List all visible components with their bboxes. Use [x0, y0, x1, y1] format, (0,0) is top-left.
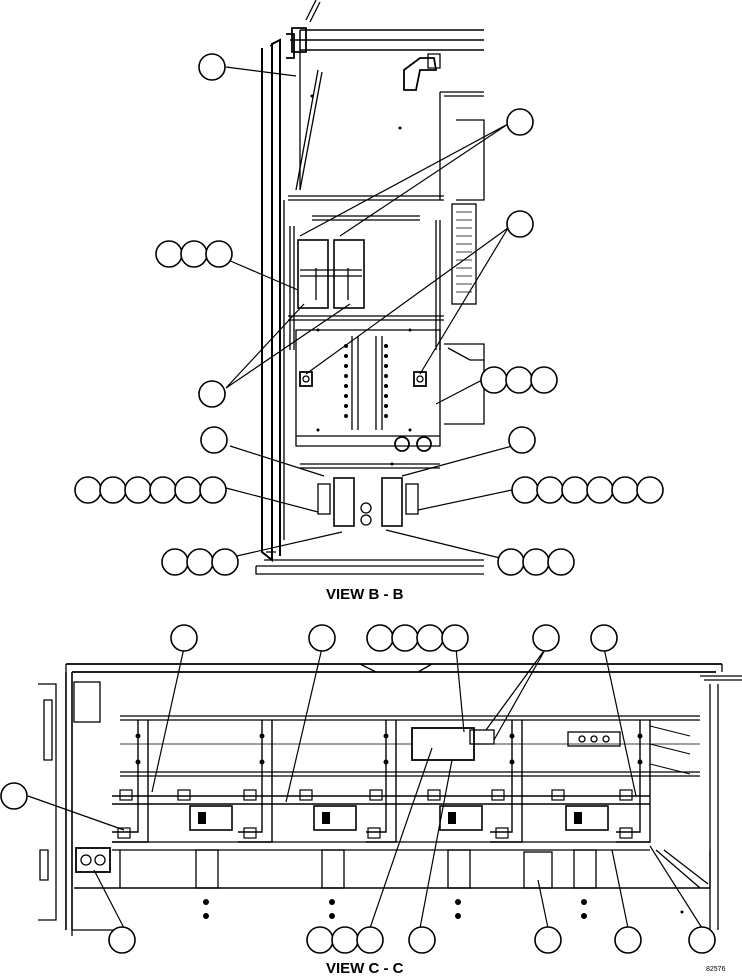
callout-bubble: [170, 624, 198, 652]
callout-bubble: [108, 926, 136, 954]
callout-bubble: [306, 926, 334, 954]
callout-bubble: [198, 380, 226, 408]
callout-bubble: [530, 366, 558, 394]
callout-bubble: [505, 366, 533, 394]
callout-bubble: [155, 240, 183, 268]
callout-bubble: [0, 782, 28, 810]
callout-bubble: [614, 926, 642, 954]
callout-bubble: [506, 108, 534, 136]
callout-bubble: [508, 426, 536, 454]
callout-bubble: [199, 476, 227, 504]
view-c-drawing: [38, 663, 742, 936]
callout-bubble: [547, 548, 575, 576]
callout-bubble: [200, 426, 228, 454]
callout-bubble: [198, 53, 226, 81]
callout-bubble: [149, 476, 177, 504]
callout-bubble: [161, 548, 189, 576]
callout-bubble: [536, 476, 564, 504]
callout-bubble: [408, 926, 436, 954]
callout-bubble: [416, 624, 444, 652]
view-c-leader-lines: [27, 647, 703, 929]
callout-bubble: [532, 624, 560, 652]
callout-bubble: [480, 366, 508, 394]
callout-bubble: [308, 624, 336, 652]
view-b-drawing: [255, 0, 485, 575]
callout-bubble: [636, 476, 664, 504]
callout-bubble: [511, 476, 539, 504]
view-c-title: VIEW C - C: [326, 960, 404, 977]
callout-bubble: [356, 926, 384, 954]
callout-bubble: [534, 926, 562, 954]
callout-bubble: [391, 624, 419, 652]
callout-bubble: [688, 926, 716, 954]
callout-bubble: [124, 476, 152, 504]
callout-bubble: [74, 476, 102, 504]
callout-bubble: [590, 624, 618, 652]
callout-bubble: [366, 624, 394, 652]
callout-bubble: [180, 240, 208, 268]
callout-bubble: [174, 476, 202, 504]
callout-bubble: [497, 548, 525, 576]
callout-bubble: [441, 624, 469, 652]
callout-bubble: [561, 476, 589, 504]
callout-bubble: [99, 476, 127, 504]
callout-bubble: [186, 548, 214, 576]
view-b-leader-lines: [225, 66, 513, 559]
callout-bubble: [331, 926, 359, 954]
callout-bubble: [205, 240, 233, 268]
callout-bubble: [586, 476, 614, 504]
callout-bubble: [522, 548, 550, 576]
callout-bubble: [506, 210, 534, 238]
view-b-title: VIEW B - B: [326, 586, 404, 603]
callout-bubbles: [0, 53, 716, 954]
callout-bubble: [211, 548, 239, 576]
callout-bubble: [611, 476, 639, 504]
figure-number: 82576: [706, 966, 726, 973]
